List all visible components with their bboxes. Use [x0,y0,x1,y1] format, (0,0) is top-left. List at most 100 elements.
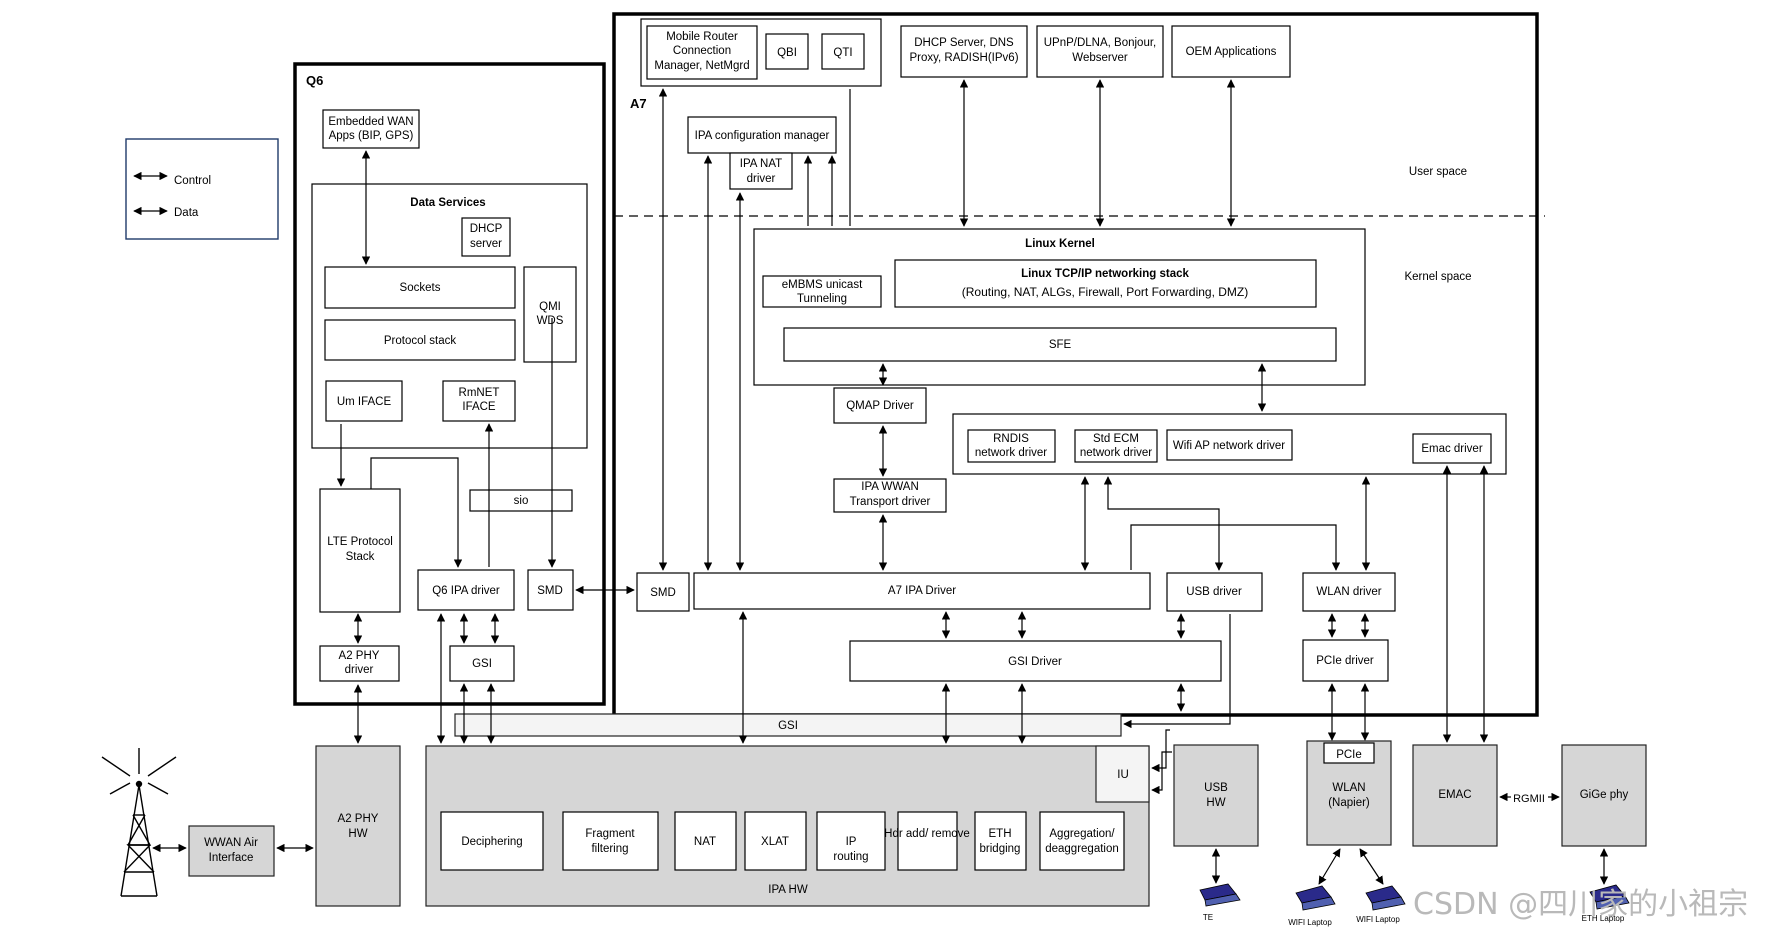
ipa-nat-driver-box [729,152,793,190]
dhcp-server-line-2: server [470,238,502,250]
a2-phy-hw-box [315,745,401,907]
embedded-wan-apps-box [322,109,420,149]
ipa-block-xlat-label: XLAT [761,836,789,848]
ipa-wwan-line-2: Transport driver [850,496,931,508]
mobile-router-line-1: Mobile Router [666,31,738,43]
user-space-label: User space [1409,166,1467,178]
rndis-line-2: network driver [975,447,1047,459]
a2-phy-hw-line-1: A2 PHY [338,813,379,825]
ipa-block-aggregation [1039,811,1125,871]
ipa-wwan-box [833,478,947,513]
smd-a7-box [636,572,690,612]
rmnet-iface-line-1: RmNET [459,387,500,399]
protocol-stack-label: Protocol stack [384,335,456,347]
wlan-driver-box [1302,572,1396,612]
ipa-nat-line-2: driver [747,173,776,185]
wifi-laptop-2-label: WIFI Laptop [1356,915,1400,924]
std-ecm-line-1: Std ECM [1093,433,1139,445]
dhcp-dns-line-1: DHCP Server, DNS [914,37,1014,49]
ipa-block-nat-label: NAT [694,836,716,848]
sockets-box [324,266,516,309]
qti-box [821,33,865,70]
antenna-tower-icon [101,748,177,897]
wwan-air-line-2: Interface [209,852,254,864]
iu-label: IU [1117,769,1129,781]
smd-q6-label: SMD [537,585,563,597]
ipa-block-fragment-filtering [562,811,659,871]
ipa-block-hdr-label: Hdr add/ remove [884,828,970,840]
ipa-block-hdr-add-remove [897,811,958,871]
ipa-block-eth-bridging [974,811,1027,871]
smd-q6-box [527,569,574,611]
usb-hw-line-1: USB [1204,782,1228,794]
mobile-router-box [646,25,758,80]
rndis-box [967,429,1056,463]
gsi-q6-box [449,645,515,682]
lte-protocol-stack-box [319,488,401,613]
ipa-nat-line-1: IPA NAT [740,158,782,170]
gsi-hw-bar-label: GSI [778,720,798,732]
emac-hw-label: EMAC [1438,789,1471,801]
lte-stack-line-2: Stack [346,551,375,563]
ipa-config-manager-label: IPA configuration manager [695,130,830,142]
std-ecm-line-2: network driver [1080,447,1152,459]
linux-kernel-title: Linux Kernel [1025,238,1095,250]
embms-box [762,275,882,308]
embedded-wan-line-1: Embedded WAN [328,116,413,128]
ipa-block-deciphering-label: Deciphering [461,836,522,848]
pcie-driver-label: PCIe driver [1316,655,1374,667]
a7-label: A7 [630,96,647,111]
gige-phy-box [1561,744,1647,847]
upnp-line-2: Webserver [1072,52,1128,64]
upnp-dlna-box [1036,25,1164,78]
lte-stack-line-1: LTE Protocol [327,536,393,548]
a2-phy-driver-line-1: A2 PHY [339,650,380,662]
smd-a7-label: SMD [650,587,676,599]
sio-label: sio [514,495,529,507]
a7-kernel-blocks: Linux Kernel eMBMS unicast Tunneling Lin… [636,228,1507,682]
te-laptop-icon: TE [1199,883,1241,922]
pcie-hw-label: PCIe [1336,749,1362,761]
eth-laptop-icon: ETH Laptop [1582,884,1630,923]
pcie-hw-box [1323,742,1375,764]
rndis-line-1: RNDIS [993,433,1029,445]
usb-hw-line-2: HW [1206,797,1225,809]
gsi-hw-bar [454,713,1122,737]
wwan-air-line-1: WWAN Air [204,837,258,849]
std-ecm-box [1074,429,1158,463]
ipa-block-ip-routing [816,811,886,871]
usb-driver-box [1166,572,1263,612]
usb-hw-box [1173,744,1259,847]
embms-line-2: Tunneling [797,293,847,305]
mobile-router-line-2: Connection [673,45,731,57]
q6-region [293,62,606,706]
a7-user-space-blocks: Mobile Router Connection Manager, NetMgr… [640,18,1291,190]
gsi-driver-box [849,640,1222,682]
iu-box [1095,745,1150,803]
wwan-air-interface-box [188,825,275,877]
tcpip-stack-subtitle: (Routing, NAT, ALGs, Firewall, Port Forw… [962,285,1249,299]
sfe-label: SFE [1049,339,1072,351]
gige-phy-label: GiGe phy [1580,789,1629,801]
wlan-hw-line-1: WLAN [1332,782,1365,794]
wifi-laptop-1-icon: WIFI Laptop [1288,885,1336,927]
a2-phy-hw-line-2: HW [348,828,367,840]
wifi-laptop-2-icon: WIFI Laptop [1356,885,1406,924]
legend: Control Data [125,138,279,240]
qbi-label: QBI [777,47,797,59]
qmi-wds-line-2: WDS [537,315,564,327]
upnp-line-1: UPnP/DLNA, Bonjour, [1044,37,1157,49]
qmap-driver-label: QMAP Driver [846,400,914,412]
embedded-wan-line-2: Apps (BIP, GPS) [329,130,414,142]
tcpip-stack-title: Linux TCP/IP networking stack [1021,268,1189,280]
um-iface-label: Um IFACE [337,396,392,408]
connectors [152,79,1609,885]
a2-phy-driver-line-2: driver [345,664,374,676]
ipa-wwan-line-1: IPA WWAN [861,481,919,493]
gsi-q6-label: GSI [472,658,492,670]
sockets-label: Sockets [400,282,441,294]
ipa-config-manager-box [687,116,837,154]
dhcp-server-q6-box [461,217,511,257]
